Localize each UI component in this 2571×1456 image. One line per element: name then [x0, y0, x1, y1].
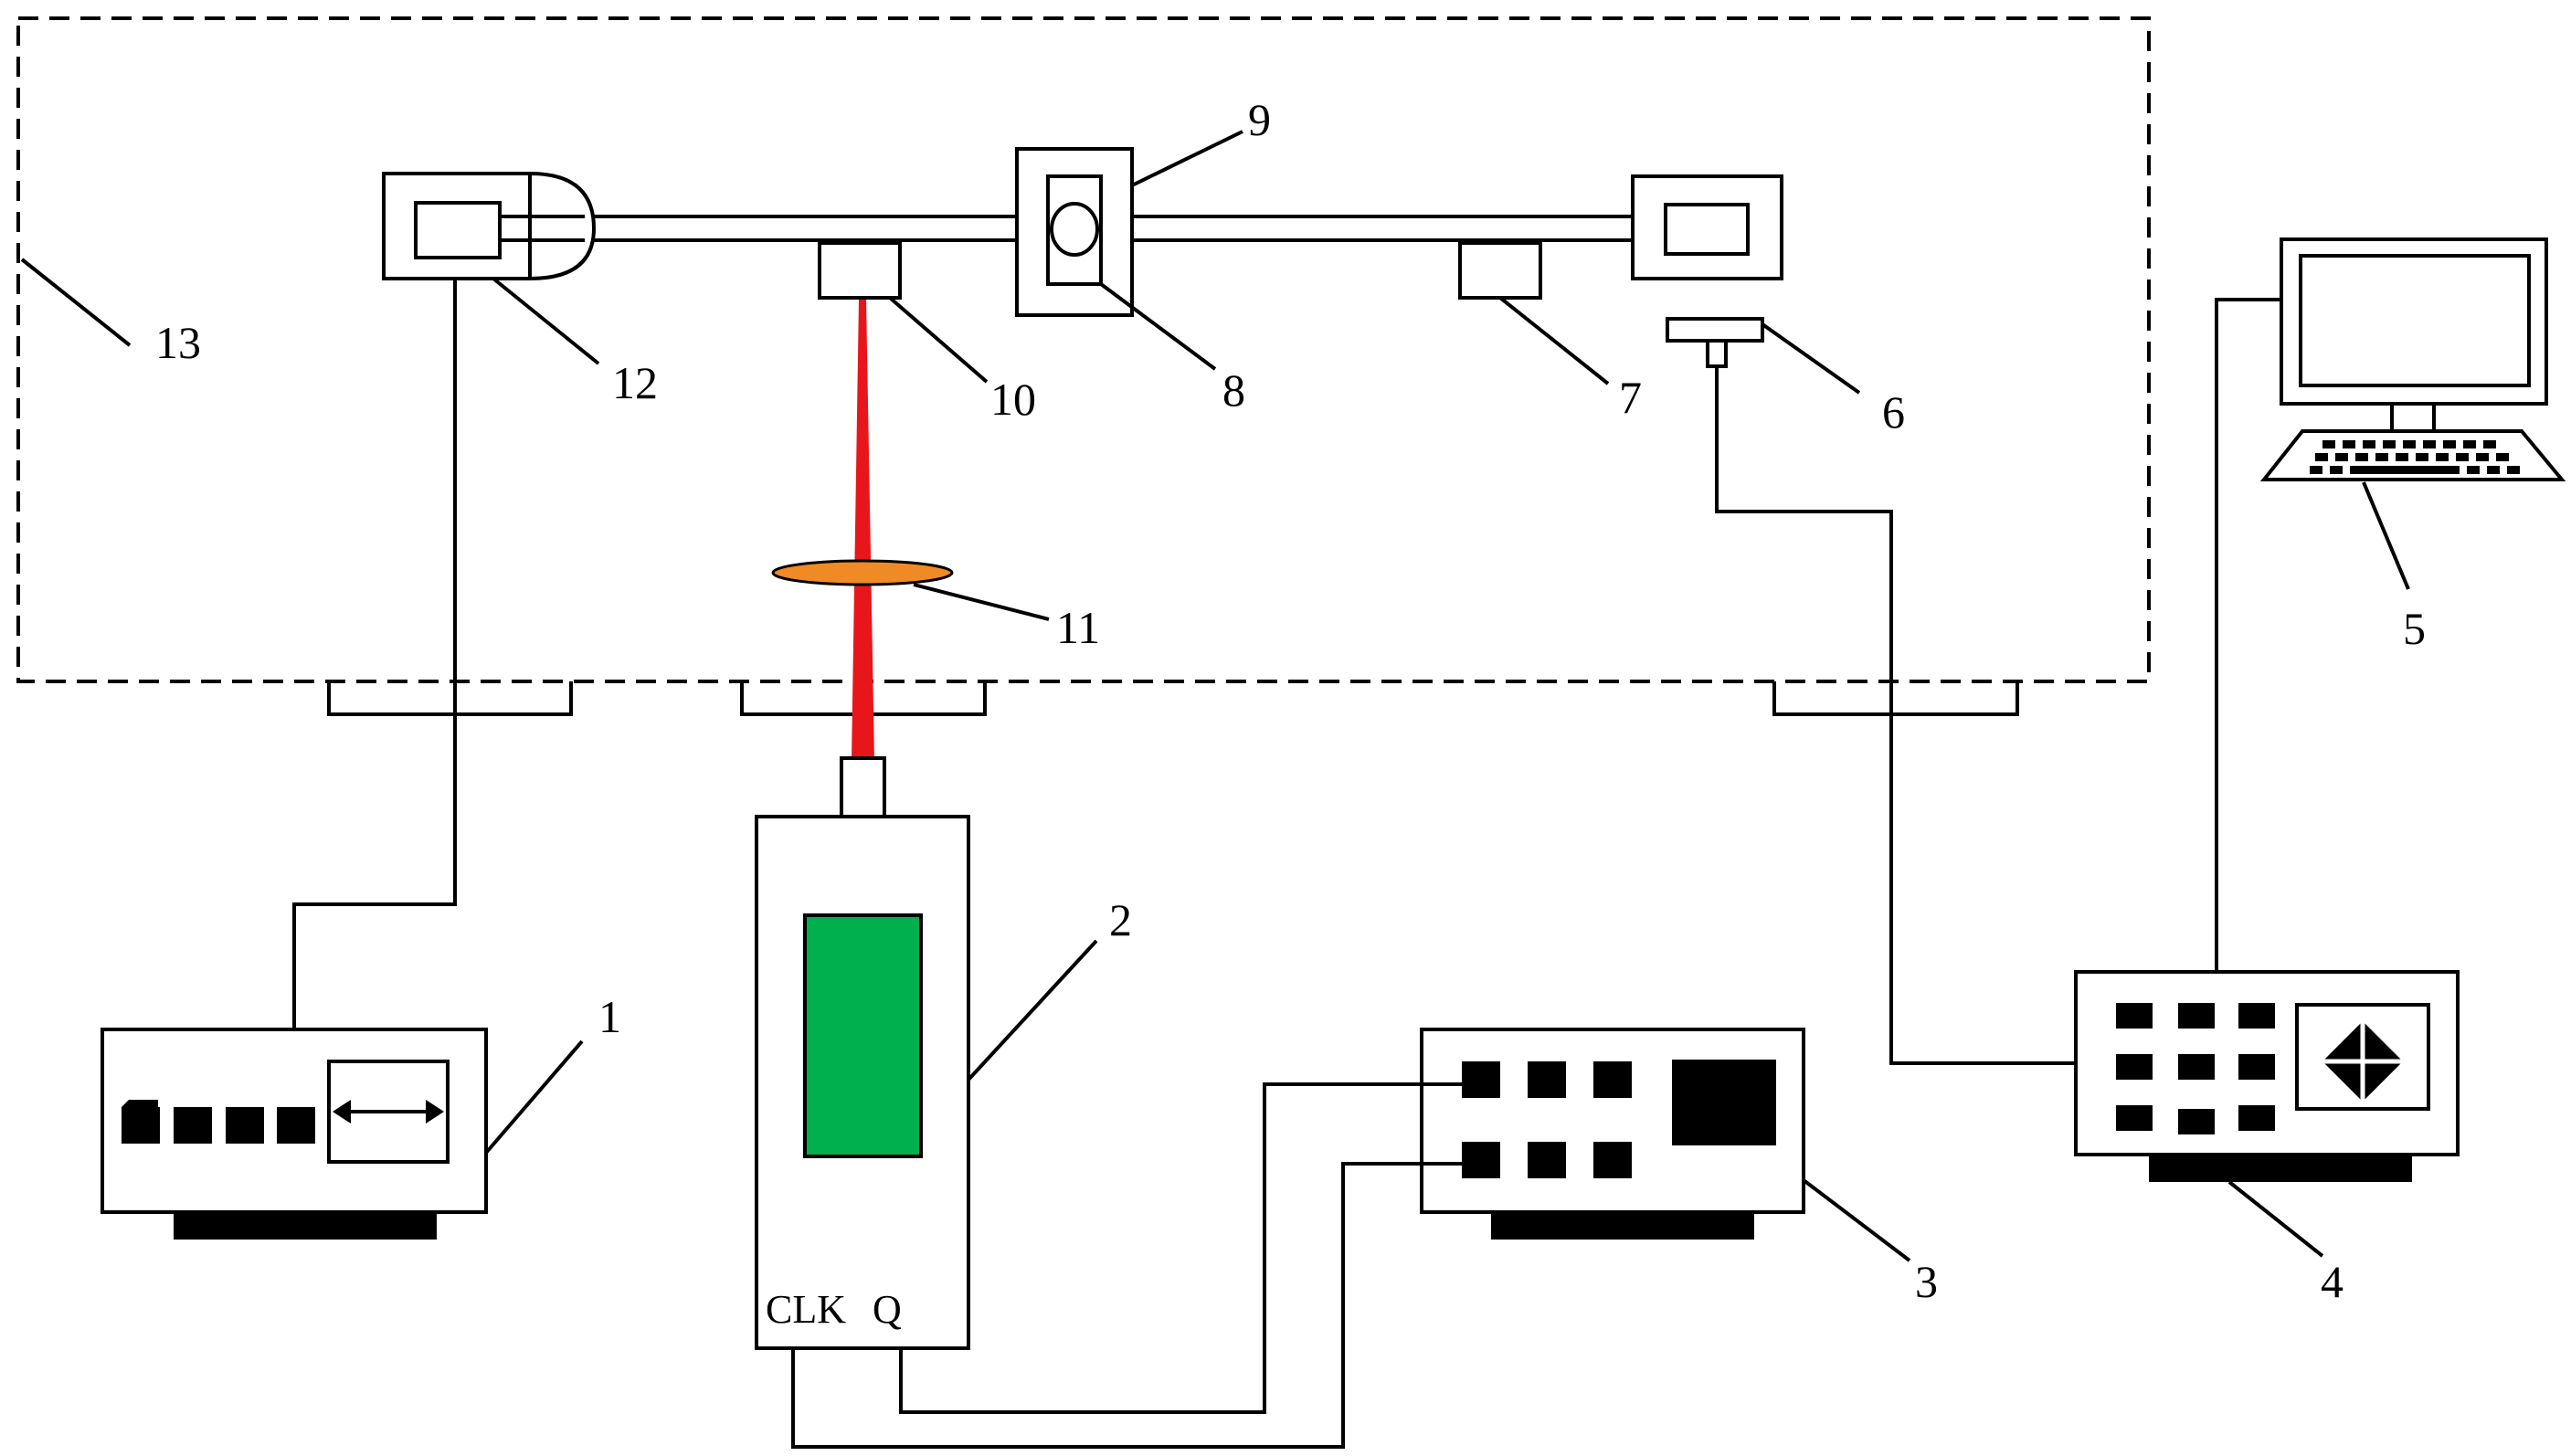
laser-display [803, 913, 923, 1158]
leader-10 [888, 296, 989, 384]
label-4: 4 [2321, 1256, 2344, 1307]
leader-11 [913, 583, 1050, 621]
label-7: 7 [1619, 372, 1642, 423]
leader-9 [1131, 130, 1243, 187]
enclosure-foot-right [1772, 681, 2019, 716]
enclosure-dashed-box [16, 16, 2151, 683]
enclosure-foot-left [327, 681, 573, 716]
leader-12 [492, 277, 600, 365]
leader-2 [967, 939, 1098, 1081]
leader-7 [1498, 296, 1610, 385]
laser-port-q: Q [873, 1287, 902, 1332]
block-10 [818, 241, 902, 300]
wire-actuator-to-controller [292, 279, 457, 1029]
computer-5 [2259, 237, 2566, 481]
leader-3 [1802, 1178, 1911, 1262]
label-6: 6 [1882, 386, 1905, 438]
label-2: 2 [1109, 894, 1132, 945]
leader-4 [2227, 1180, 2324, 1258]
label-10: 10 [990, 374, 1036, 425]
sample-holder-9 [1015, 147, 1134, 317]
leader-1 [484, 1039, 584, 1155]
block-7 [1458, 241, 1542, 300]
label-11: 11 [1056, 602, 1100, 653]
label-9: 9 [1248, 94, 1271, 145]
sensor-6 [1666, 317, 1764, 368]
wire-sensor-to-motion-controller [1715, 366, 2076, 1065]
leader-13 [20, 258, 132, 347]
controller-1 [101, 1028, 488, 1240]
actuator-12 [382, 171, 597, 281]
laser-output-port [840, 756, 886, 818]
wire-q-to-generator [899, 1082, 1462, 1414]
label-1: 1 [598, 991, 621, 1042]
label-3: 3 [1915, 1256, 1938, 1307]
wire-motion-controller-to-computer [2215, 298, 2281, 972]
label-8: 8 [1222, 364, 1245, 416]
wire-clk-to-generator [791, 1162, 1462, 1449]
label-12: 12 [612, 357, 658, 408]
leader-5 [2362, 481, 2410, 590]
motion-controller-4 [2074, 970, 2460, 1182]
leader-6 [1761, 322, 1861, 395]
laser-beam [852, 300, 874, 760]
leader-8 [1099, 282, 1217, 371]
signal-generator-3 [1420, 1028, 1805, 1240]
label-13: 13 [155, 317, 201, 368]
rail-end-box-right [1631, 174, 1783, 280]
label-5: 5 [2403, 603, 2426, 654]
lens-11 [771, 559, 954, 586]
laser-port-clk: CLK [766, 1287, 846, 1332]
